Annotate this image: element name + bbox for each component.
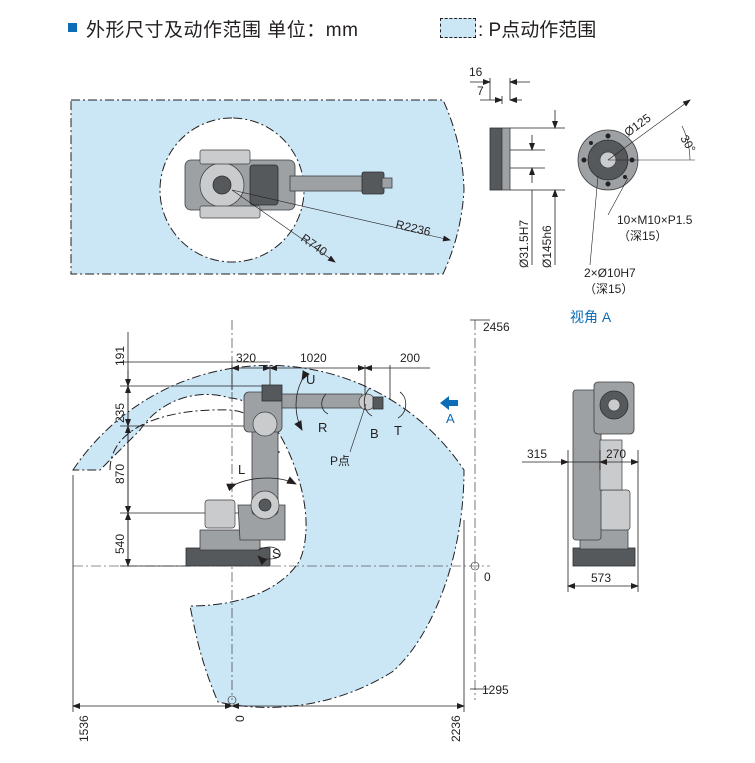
thread-spec: 10×M10×P1.5 (617, 213, 693, 227)
flange-dia-145: Ø145h6 (540, 225, 554, 268)
dim-0-right: 0 (484, 570, 491, 584)
pin-depth: （深15） (584, 282, 633, 296)
dim-320: 320 (236, 351, 256, 365)
dim-2456: 2456 (483, 320, 510, 334)
top-view-robot (184, 149, 393, 219)
dim-573: 573 (591, 571, 611, 585)
view-a-arrow-icon (440, 396, 458, 410)
top-view-range-area (70, 99, 465, 275)
page-title: 外形尺寸及动作范围 单位：mm (86, 20, 359, 41)
dim-540: 540 (113, 534, 127, 554)
flange-angle-30: 30° (677, 133, 698, 156)
dim-870: 870 (113, 464, 127, 484)
flange-front-view: Ø125 30° 10×M10×P1.5 （深15） 2×Ø10H7 （深15）… (570, 99, 699, 325)
flange-dim-7: 7 (477, 84, 484, 98)
dim-315: 315 (527, 447, 547, 461)
dim-1020: 1020 (300, 351, 327, 365)
pin-spec: 2×Ø10H7 (584, 266, 636, 280)
axis-u-label: U (306, 372, 315, 387)
dim-1536: 1536 (77, 715, 91, 742)
flange-dim-16: 16 (469, 65, 483, 79)
axis-s-label: S (272, 546, 281, 561)
axis-t-label: T (394, 423, 402, 438)
side-view: 320 1020 200 191 235 870 540 2456 0 1295… (72, 319, 510, 742)
dim-0-bottom: 0 (233, 715, 247, 722)
flange-dia-31: Ø31.5H7 (517, 220, 531, 268)
top-view: R740 R2236 (70, 99, 465, 275)
p-point-label: P点 (330, 454, 350, 468)
view-a-arrow-label: A (446, 411, 455, 426)
legend-swatch (440, 18, 476, 38)
view-a-caption: 视角 A (570, 309, 612, 325)
header: 外形尺寸及动作范围 单位：mm : P点动作范围 (68, 14, 748, 44)
front-view-robot (572, 381, 636, 567)
axis-b-label: B (370, 426, 379, 441)
thread-depth: （深15） (618, 229, 667, 243)
dim-1295: 1295 (482, 683, 509, 697)
axis-l-label: L (238, 462, 245, 477)
front-view: 315 270 573 (522, 381, 639, 592)
dim-270: 270 (606, 447, 626, 461)
header-bullet (68, 23, 77, 32)
flange-dia-125: Ø125 (622, 111, 654, 140)
flange-section: 16 7 Ø31.5H7 Ø145h6 (469, 65, 565, 268)
dim-191: 191 (113, 346, 127, 366)
legend-label: : P点动作范围 (478, 20, 597, 41)
dim-200: 200 (400, 351, 420, 365)
dim-2236: 2236 (449, 715, 463, 742)
axis-r-label: R (318, 420, 327, 435)
dim-235: 235 (113, 403, 127, 423)
